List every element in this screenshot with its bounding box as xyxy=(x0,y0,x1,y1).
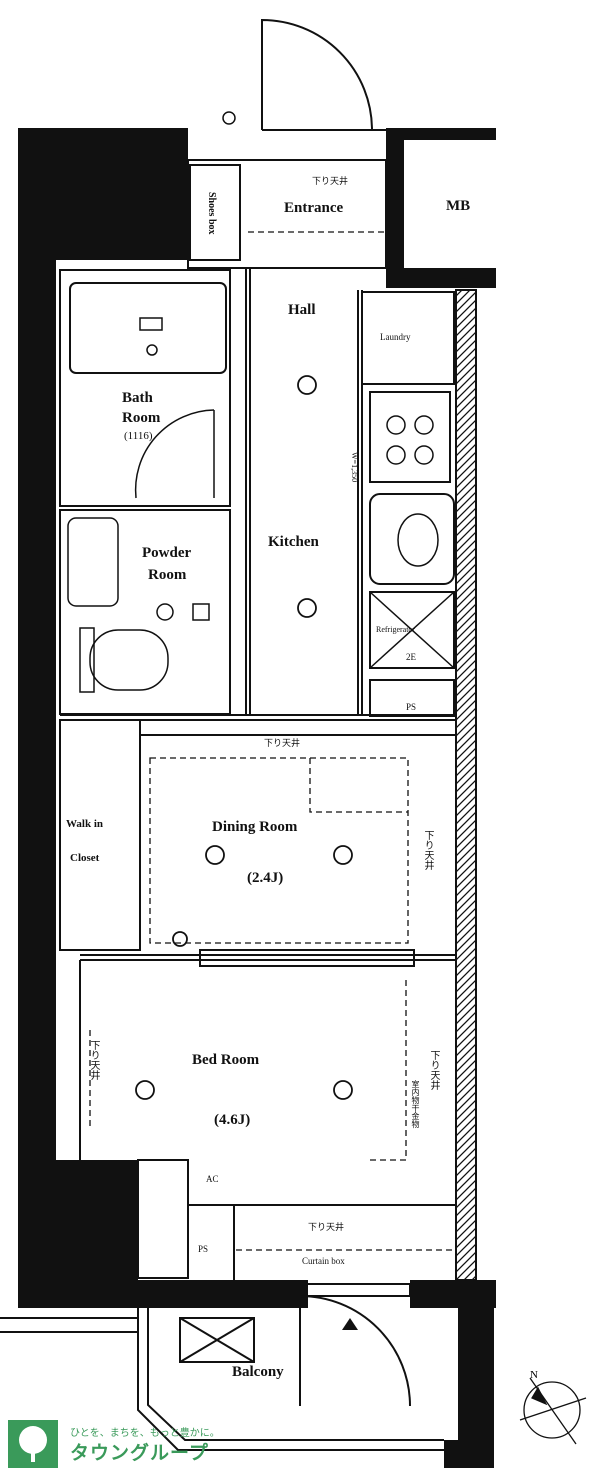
bed-size-label: (4.6J) xyxy=(214,1112,251,1128)
brand-tree-icon xyxy=(8,1420,58,1468)
door-bell xyxy=(222,111,236,125)
kitchen-label: Kitchen xyxy=(268,534,319,550)
laundry-label: Laundry xyxy=(380,332,411,342)
interior-walls xyxy=(59,159,456,1280)
walkin-label: Walk in xyxy=(66,818,103,830)
brand-slogan: ひとを、まちを、もっと豊かに。 xyxy=(70,1428,220,1439)
brand-logo: ひとを、まちを、もっと豊かに。 タウングループ TOWN GROUP xyxy=(6,1418,256,1468)
room-ac-note: 室内物干金物 xyxy=(411,1080,420,1128)
sagari-dining-right: 下り天井 xyxy=(422,830,433,870)
bath-label: Bath xyxy=(122,390,153,406)
balcony-arrow xyxy=(342,1318,358,1330)
powder-fixtures xyxy=(67,517,210,693)
curtain-box-label: Curtain box xyxy=(302,1256,345,1266)
balcony-outline xyxy=(0,1283,444,1451)
ps-label-kitchen: PS xyxy=(406,702,417,712)
closet-label: Closet xyxy=(70,852,100,864)
width-label: W=1,350 xyxy=(350,452,359,483)
dining-label: Dining Room xyxy=(212,819,298,835)
bed-label: Bed Room xyxy=(192,1052,260,1068)
powder-label: Powder xyxy=(142,545,192,561)
ac-label: AC xyxy=(206,1174,219,1184)
mb-label: MB xyxy=(446,198,471,214)
compass-n: N xyxy=(530,1369,538,1381)
dashed-ceiling xyxy=(89,231,456,1251)
ps-label-bed: PS xyxy=(198,1244,209,1254)
refrigerator-label: Refrigerator xyxy=(376,625,416,634)
sagari-bed-left: 下り天井 xyxy=(88,1040,99,1080)
powder-room-label: Room xyxy=(148,567,187,583)
kitchen-fixtures xyxy=(369,415,455,669)
shoes-box-label: Shoes box xyxy=(206,192,217,235)
ceiling-lights xyxy=(135,375,353,1100)
bath-size-label: (1116) xyxy=(124,430,153,442)
bath-room-label: Room xyxy=(122,410,161,426)
hatched-wall xyxy=(455,289,477,1281)
bath-fixtures xyxy=(134,317,215,499)
brand-name: タウングループ xyxy=(70,1442,209,1464)
brand-sub: TOWN GROUP xyxy=(12,1462,48,1468)
sagari-hall: 下り天井 xyxy=(264,738,301,748)
dining-size-label: (2.4J) xyxy=(247,870,284,886)
north-compass xyxy=(519,1377,587,1445)
balcony-label: Balcony xyxy=(232,1364,284,1380)
fridge-2e-label: 2E xyxy=(406,652,416,662)
sagari-bottom: 下り天井 xyxy=(308,1222,345,1232)
sagari-entrance: 下り天井 xyxy=(312,176,349,186)
entrance-door xyxy=(261,18,386,131)
entrance-label: Entrance xyxy=(284,200,344,216)
sagari-bed-right: 下り天井 xyxy=(428,1050,439,1090)
exterior-walls xyxy=(18,128,496,1468)
hall-label: Hall xyxy=(288,302,316,318)
